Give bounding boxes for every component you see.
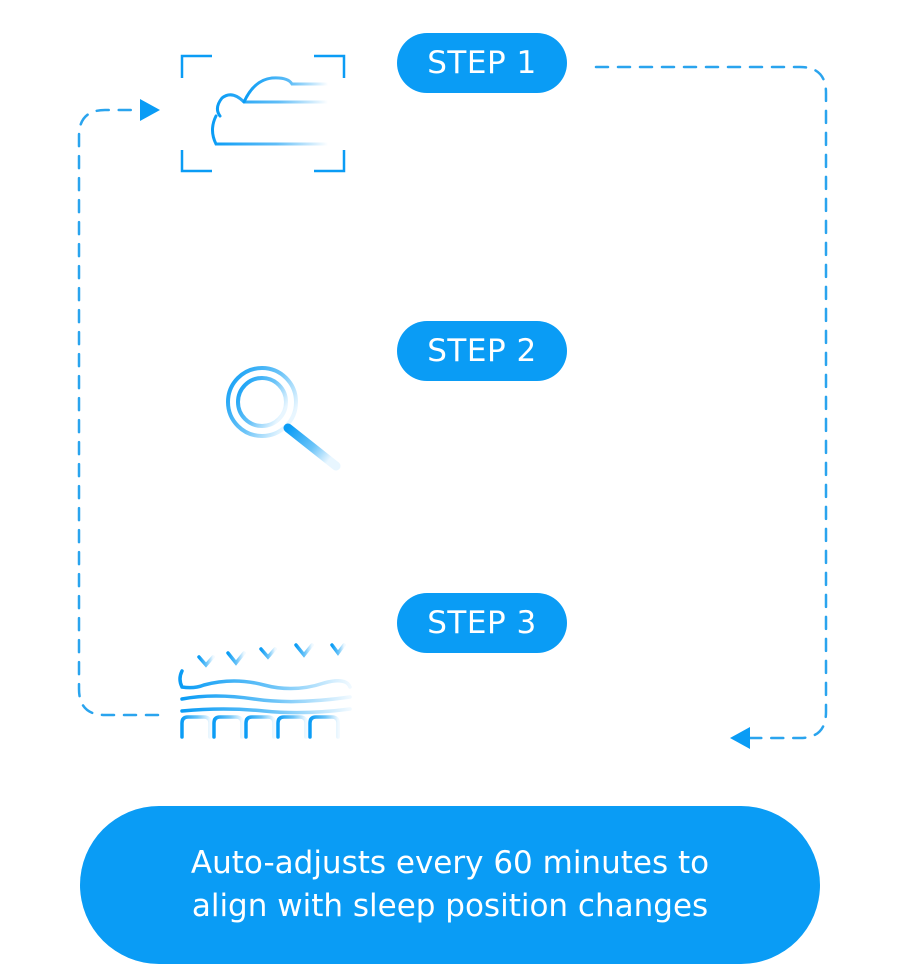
arrowhead-to-step1 — [140, 99, 160, 121]
data-analysis-magnifier-icon — [180, 328, 345, 473]
step-1-badge: STEP 1 — [397, 33, 567, 93]
summary-banner: Auto-adjusts every 60 minutes to align w… — [80, 806, 820, 964]
summary-line-1: Auto-adjusts every 60 minutes to — [190, 845, 710, 881]
mattress-pressure-adjust-icon — [174, 615, 354, 742]
step-3-badge: STEP 3 — [397, 593, 567, 653]
summary-line-2: align with sleep position changes — [191, 888, 709, 924]
pillow-scan-icon — [178, 50, 350, 176]
right-dashed-path — [594, 65, 828, 740]
arrowhead-to-step3 — [730, 727, 750, 749]
step-2-badge: STEP 2 — [397, 321, 567, 381]
left-dashed-path — [77, 108, 160, 717]
